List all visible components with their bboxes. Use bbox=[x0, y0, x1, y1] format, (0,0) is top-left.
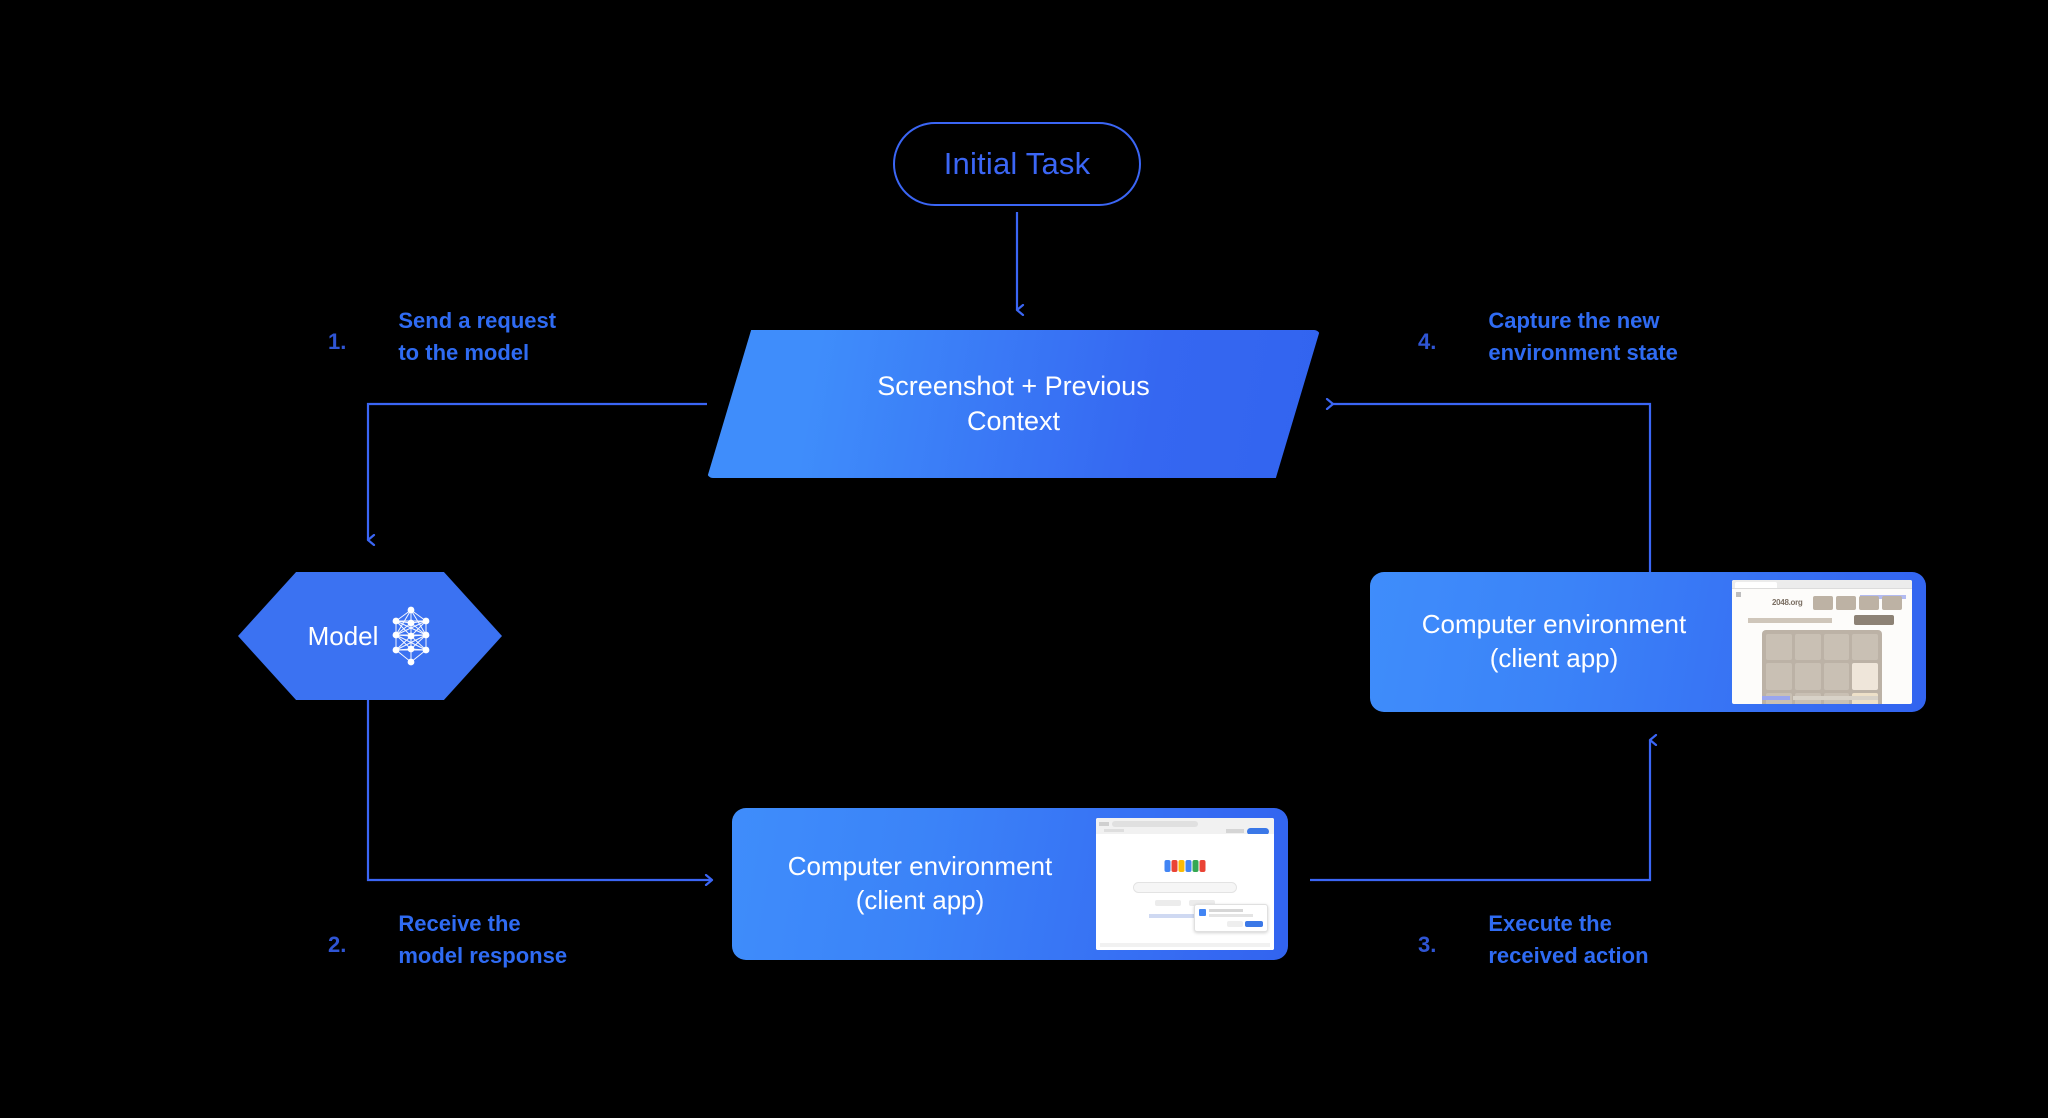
env-left-title-line2: (client app) bbox=[855, 885, 985, 915]
game-new-game-button[interactable] bbox=[1854, 615, 1894, 625]
game-cell bbox=[1766, 634, 1792, 661]
step-label-4: 4. Capture the new environment state bbox=[1418, 305, 1678, 369]
step-1-number: 1. bbox=[328, 329, 347, 354]
env-right-title: Computer environment (client app) bbox=[1384, 608, 1724, 676]
game-cell bbox=[1794, 663, 1821, 690]
game-cell bbox=[1766, 663, 1792, 690]
step-4-text: Capture the new environment state bbox=[1488, 308, 1678, 365]
page-marker-icon bbox=[1736, 592, 1741, 597]
arrow-env-left-to-env-right bbox=[1310, 740, 1650, 882]
game-cell bbox=[1794, 634, 1821, 661]
context-label-line2: Context bbox=[966, 406, 1061, 436]
dialog-body-text bbox=[1209, 914, 1253, 917]
step-label-1: 1. Send a request to the model bbox=[328, 305, 556, 369]
env-left-title: Computer environment (client app) bbox=[744, 850, 1096, 918]
step-3-number: 3. bbox=[1418, 932, 1437, 957]
model-label: Model bbox=[307, 620, 379, 651]
step-4-number: 4. bbox=[1418, 329, 1437, 354]
step-label-3: 3. Execute the received action bbox=[1418, 908, 1649, 972]
game-site-title: 2048.org bbox=[1772, 598, 1803, 607]
dialog-confirm-button[interactable] bbox=[1245, 921, 1263, 927]
google-search-input[interactable] bbox=[1133, 882, 1237, 893]
browser-tab bbox=[1735, 581, 1777, 588]
step-2-number: 2. bbox=[328, 932, 347, 957]
step-3-text: Execute the received action bbox=[1488, 911, 1649, 968]
game-cell bbox=[1823, 634, 1850, 661]
bookmarks-bar bbox=[1104, 829, 1124, 832]
node-screenshot-context[interactable]: Screenshot + Previous Context bbox=[707, 330, 1320, 478]
initial-task-label: Initial Task bbox=[943, 146, 1091, 181]
page-body bbox=[1096, 834, 1274, 950]
dialog-title-text bbox=[1209, 909, 1243, 912]
arrow-context-to-model bbox=[366, 402, 707, 540]
node-model[interactable]: Model bbox=[238, 572, 502, 700]
page-footer bbox=[1100, 943, 1270, 947]
browser-tab-bar bbox=[1732, 580, 1912, 589]
dialog-cancel-button[interactable] bbox=[1227, 921, 1243, 927]
context-label-line1: Screenshot + Previous bbox=[877, 371, 1150, 402]
model-content: Model bbox=[238, 572, 502, 700]
game-tile-2 bbox=[1852, 663, 1878, 690]
language-links bbox=[1149, 914, 1221, 918]
env-left-title-line1: Computer environment bbox=[787, 851, 1053, 882]
arrow-model-to-env-left bbox=[366, 700, 712, 880]
node-computer-environment-left[interactable]: Computer environment (client app) bbox=[732, 808, 1288, 960]
signin-dialog[interactable] bbox=[1194, 904, 1268, 932]
browser-url-bar[interactable] bbox=[1112, 821, 1198, 827]
browser-nav-icons bbox=[1099, 822, 1109, 826]
thumbnail-google-homepage[interactable] bbox=[1096, 818, 1274, 950]
game-subtitle-text bbox=[1748, 618, 1832, 623]
env-right-title-line1: Computer environment bbox=[1421, 609, 1687, 640]
game-board-grid[interactable] bbox=[1762, 630, 1882, 704]
env-right-title-line2: (client app) bbox=[1489, 643, 1619, 673]
dialog-google-icon bbox=[1199, 909, 1206, 916]
google-buttons[interactable] bbox=[1155, 900, 1215, 906]
node-computer-environment-right[interactable]: Computer environment (client app) 2048.o… bbox=[1370, 572, 1926, 712]
hexagon-shape bbox=[238, 572, 502, 700]
arrow-env-right-to-context bbox=[1333, 404, 1652, 572]
header-links bbox=[1226, 829, 1244, 833]
step-2-text: Receive the model response bbox=[398, 911, 568, 968]
game-footer bbox=[1762, 696, 1882, 700]
parallelogram-shape bbox=[707, 330, 1320, 478]
context-label: Screenshot + Previous Context bbox=[707, 330, 1320, 478]
step-1-text: Send a request to the model bbox=[398, 308, 557, 365]
sign-in-button[interactable] bbox=[1247, 828, 1269, 835]
game-cell bbox=[1852, 634, 1878, 661]
step-label-2: 2. Receive the model response bbox=[328, 908, 567, 972]
neural-network-icon bbox=[393, 606, 430, 666]
node-initial-task[interactable]: Initial Task bbox=[893, 122, 1141, 206]
thumbnail-2048-game[interactable]: 2048.org bbox=[1732, 580, 1912, 704]
game-score-boxes bbox=[1813, 596, 1902, 610]
game-cell bbox=[1823, 663, 1850, 690]
google-logo bbox=[1164, 860, 1206, 872]
